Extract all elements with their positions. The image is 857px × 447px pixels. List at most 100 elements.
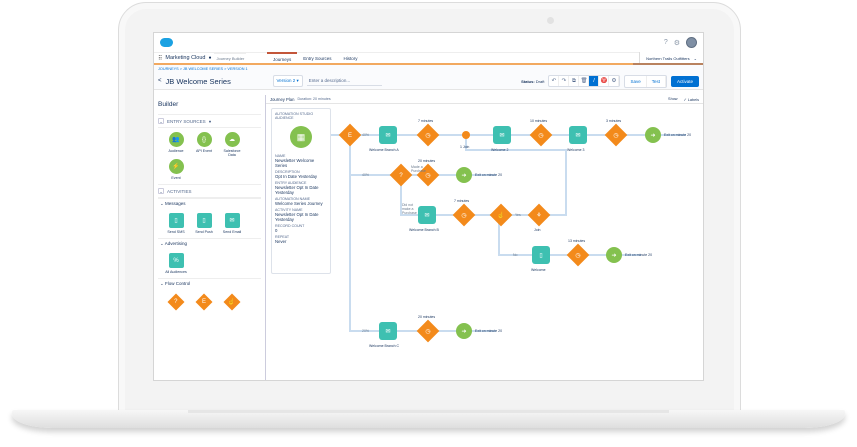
laptop-base <box>12 410 845 428</box>
save-button[interactable]: Save <box>625 75 647 87</box>
join-1: 1 Join <box>460 145 470 149</box>
svg-text:?: ? <box>399 173 403 179</box>
svg-text:◷: ◷ <box>425 329 430 335</box>
tile-engagement-split[interactable]: ☝ <box>220 293 244 311</box>
gear-icon[interactable]: ⚙ <box>673 39 680 47</box>
tab-journeys[interactable]: Journeys <box>267 52 298 64</box>
location-pin-icon: ● <box>208 55 212 61</box>
svg-text:✉: ✉ <box>424 213 429 219</box>
push-icon: ▯ <box>196 213 212 228</box>
wait-b1: 20 minutes <box>418 159 436 163</box>
message-tiles: ▯Send SMS ▯Send Push ✉Send Email <box>158 209 261 238</box>
entry-header: AUTOMATION STUDIO AUDIENCE <box>275 112 314 120</box>
exit-a: Exit on minute 20 <box>664 133 692 137</box>
calendar-icon: ▦ <box>290 126 312 148</box>
activate-button[interactable]: Activate <box>670 75 699 87</box>
org-switcher[interactable]: Northern Trails Outfitters⌄ <box>639 52 703 64</box>
exit-b3: Exit on minute 20 <box>625 253 653 257</box>
group-messages[interactable]: ⌄ Messages <box>158 198 261 209</box>
tile-send-email[interactable]: ✉Send Email <box>220 213 244 234</box>
status-text: Status: Draft <box>521 78 545 84</box>
join-label: Join <box>534 228 541 232</box>
page-title: JB Welcome Series <box>165 76 231 86</box>
tile-salesforce-data[interactable]: ☁Salesforce Data <box>220 132 244 157</box>
welcome-2: Welcome 2 <box>491 148 509 152</box>
back-icon[interactable]: < <box>158 78 162 84</box>
help-icon[interactable]: ? <box>663 39 668 46</box>
ads-icon: % <box>168 253 184 268</box>
journey-titlebar: < JB Welcome Series Version 2 ▾ Enter a … <box>154 73 703 90</box>
pct-b: 40% <box>362 173 370 177</box>
exit-c: Exit on minute 20 <box>475 329 503 333</box>
wait-b2: 7 minutes <box>454 199 470 203</box>
svg-text:➜: ➜ <box>650 133 655 139</box>
pct-a: 40% <box>362 133 370 137</box>
entry-source-tiles: 👥Audience {}API Event ☁Salesforce Data ⚡… <box>158 128 261 184</box>
group-flow-control[interactable]: ⌄ Flow Control <box>158 278 261 289</box>
svg-text:☝: ☝ <box>497 211 504 219</box>
wait-2: 10 minutes <box>530 119 548 123</box>
global-header: ? ⚙ <box>154 33 703 53</box>
section-entry-sources[interactable]: ⌄ENTRY SOURCES● <box>158 114 261 128</box>
event-icon: ⚡ <box>168 159 184 174</box>
svg-text:◷: ◷ <box>613 133 618 139</box>
breadcrumb[interactable]: JOURNEYS > JB WELCOME SERIES > VERSION 1 <box>154 65 703 73</box>
welcome-branch-a: Welcome Branch A <box>369 148 399 152</box>
svg-text:✉: ✉ <box>385 133 390 139</box>
app-grid-icon[interactable]: ⠿ <box>158 55 163 62</box>
svg-text:➜: ➜ <box>461 173 466 179</box>
flow-control-tiles: ? E ☝ <box>158 289 261 315</box>
version-select[interactable]: Version 2 ▾ <box>272 75 303 87</box>
svg-text:◷: ◷ <box>425 173 430 179</box>
info-icon[interactable]: ● <box>208 118 212 124</box>
edit-icon[interactable]: / <box>589 76 600 86</box>
tile-api-event[interactable]: {}API Event <box>192 132 216 157</box>
audience-icon: 👥 <box>168 132 184 147</box>
org-underline <box>633 63 703 65</box>
wait-a: 7 minutes <box>418 119 434 123</box>
tile-random-split[interactable]: E <box>192 293 216 311</box>
tile-event[interactable]: ⚡Event <box>164 159 188 180</box>
welcome-3: Welcome 3 <box>567 148 585 152</box>
svg-text:➜: ➜ <box>611 253 616 259</box>
settings-icon[interactable]: ⚙ <box>609 76 620 86</box>
trash-icon[interactable]: 🗑 <box>579 76 590 86</box>
decision-split-icon: ? <box>167 293 185 311</box>
app-launcher[interactable]: ⠿ Marketing Cloud ● Journey Builder <box>154 53 267 63</box>
tile-decision-split[interactable]: ? <box>164 293 188 311</box>
labels-checkbox[interactable]: ✓ Labels <box>683 97 699 102</box>
tile-audience[interactable]: 👥Audience <box>164 132 188 157</box>
svg-text:⚘: ⚘ <box>536 212 541 219</box>
tile-send-push[interactable]: ▯Send Push <box>192 213 216 234</box>
wait-c: 20 minutes <box>418 315 436 319</box>
test-button[interactable]: Test <box>647 75 666 87</box>
chevron-down-icon[interactable]: ⌄ <box>158 188 164 194</box>
did-not-purchase: Did not make a Purchase <box>402 203 417 215</box>
goal-icon[interactable]: ♈ <box>599 76 610 86</box>
copy-icon[interactable]: ⧉ <box>569 76 580 86</box>
description-input[interactable]: Enter a description... <box>306 76 382 86</box>
avatar[interactable] <box>686 37 697 48</box>
svg-text:✉: ✉ <box>385 329 390 335</box>
svg-text:✉: ✉ <box>575 133 580 139</box>
chevron-down-icon: ⌄ <box>693 55 697 61</box>
random-split-icon: E <box>195 293 213 311</box>
sms-icon: ▯ <box>168 213 184 228</box>
workspace: Builder ⌄ENTRY SOURCES● 👥Audience {}API … <box>154 95 703 380</box>
svg-text:◷: ◷ <box>575 253 580 259</box>
section-activities[interactable]: ⌄ACTIVITIES <box>158 184 261 198</box>
tab-entry-sources[interactable]: Entry Sources <box>303 55 332 61</box>
undo-icon[interactable]: ↶ <box>549 76 560 86</box>
tab-history[interactable]: History <box>343 55 358 61</box>
canvas-tools: ↶ ↷ ⧉ 🗑 / ♈ ⚙ <box>548 75 621 87</box>
tile-send-sms[interactable]: ▯Send SMS <box>164 213 188 234</box>
svg-text:▯: ▯ <box>539 253 542 259</box>
yes-label: Yes <box>515 213 521 217</box>
tile-all-audiences[interactable]: %All Audiences <box>164 253 188 274</box>
redo-icon[interactable]: ↷ <box>559 76 570 86</box>
group-advertising[interactable]: ⌄ Advertising <box>158 238 261 249</box>
chevron-down-icon[interactable]: ⌄ <box>158 118 164 124</box>
advertising-tiles: %All Audiences <box>158 249 261 278</box>
journey-canvas[interactable]: Journey Plan Duration: 20 minutes Show✓ … <box>266 95 703 380</box>
